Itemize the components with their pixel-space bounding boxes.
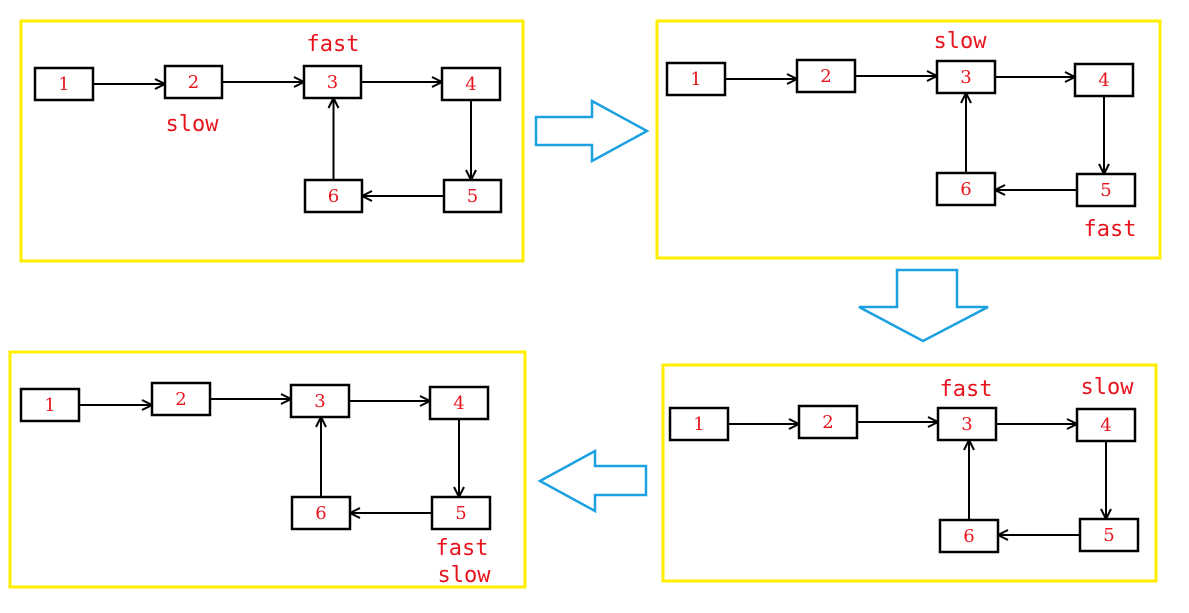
- node-label: 2: [822, 412, 833, 433]
- list-node-2: 2: [163, 64, 224, 100]
- node-label: 5: [1100, 180, 1111, 201]
- node-label: 4: [453, 393, 464, 414]
- node-box: [430, 495, 492, 531]
- list-node-6: 6: [938, 518, 1000, 554]
- panel-step-1: 1 2 3 4 5 6 fast slow: [19, 19, 525, 263]
- panel-frame: [655, 19, 1162, 260]
- transition-arrow-left: [537, 448, 648, 514]
- node-label: 1: [690, 69, 701, 90]
- node-box: [302, 64, 363, 100]
- node-label: 3: [960, 67, 971, 88]
- panel-step-3: 1 2 3 4 5 6 fast slow: [661, 363, 1158, 583]
- pointer-label-slow: slow: [438, 563, 492, 588]
- list-node-5: 5: [1078, 517, 1140, 553]
- list-node-5: 5: [1075, 172, 1137, 208]
- list-node-3: 3: [289, 383, 351, 419]
- list-node-2: 2: [795, 58, 857, 94]
- node-box: [1075, 172, 1137, 208]
- list-node-1: 1: [33, 66, 95, 102]
- node-label: 1: [58, 74, 69, 95]
- list-node-6: 6: [303, 178, 364, 214]
- list-node-1: 1: [668, 406, 730, 442]
- list-node-1: 1: [19, 387, 81, 423]
- panel-frame: [661, 363, 1158, 583]
- node-label: 4: [1100, 415, 1111, 436]
- node-box: [303, 178, 364, 214]
- node-label: 5: [467, 186, 478, 207]
- node-box: [442, 178, 503, 214]
- node-box: [33, 66, 95, 102]
- list-node-5: 5: [430, 495, 492, 531]
- node-box: [1073, 62, 1135, 98]
- list-node-4: 4: [428, 385, 490, 421]
- node-label: 5: [1103, 525, 1114, 546]
- panel-frame: [8, 350, 527, 589]
- node-box: [1078, 517, 1140, 553]
- pointer-label-fast: fast: [1084, 217, 1137, 242]
- list-node-2: 2: [797, 404, 859, 440]
- transition-arrow-down: [858, 268, 989, 343]
- list-node-2: 2: [150, 381, 212, 417]
- node-box: [440, 66, 502, 102]
- panel-step-2: 1 2 3 4 5 6 slow fast: [655, 19, 1162, 260]
- node-box: [1075, 407, 1137, 443]
- node-label: 1: [693, 414, 704, 435]
- node-label: 2: [175, 389, 186, 410]
- node-box: [428, 385, 490, 421]
- list-node-5: 5: [442, 178, 503, 214]
- panel-frame: [19, 19, 525, 263]
- node-box: [935, 171, 997, 207]
- node-label: 6: [328, 186, 339, 207]
- node-label: 6: [963, 526, 974, 547]
- list-node-3: 3: [935, 59, 997, 95]
- list-node-3: 3: [302, 64, 363, 100]
- node-label: 4: [465, 74, 476, 95]
- transition-arrow-right: [534, 98, 650, 164]
- node-box: [797, 404, 859, 440]
- pointer-label-fast: fast: [307, 32, 360, 57]
- node-box: [19, 387, 81, 423]
- node-label: 6: [960, 179, 971, 200]
- list-node-3: 3: [936, 406, 998, 442]
- list-node-6: 6: [290, 495, 352, 531]
- pointer-label-fast: fast: [940, 377, 993, 402]
- node-box: [163, 64, 224, 100]
- list-node-6: 6: [935, 171, 997, 207]
- pointer-label-slow: slow: [166, 112, 220, 137]
- node-label: 2: [820, 66, 831, 87]
- list-node-4: 4: [1075, 407, 1137, 443]
- node-label: 2: [188, 72, 199, 93]
- node-label: 3: [327, 72, 338, 93]
- node-box: [938, 518, 1000, 554]
- list-node-1: 1: [665, 61, 727, 97]
- node-label: 5: [455, 503, 466, 524]
- node-label: 4: [1098, 70, 1109, 91]
- node-label: 1: [44, 395, 55, 416]
- node-label: 3: [961, 414, 972, 435]
- node-label: 3: [314, 391, 325, 412]
- node-box: [289, 383, 351, 419]
- node-box: [795, 58, 857, 94]
- node-box: [668, 406, 730, 442]
- pointer-label-fast: fast: [436, 536, 489, 561]
- list-node-4: 4: [440, 66, 502, 102]
- pointer-label-slow: slow: [1081, 375, 1135, 400]
- pointer-label-slow: slow: [934, 29, 988, 54]
- node-box: [665, 61, 727, 97]
- node-box: [936, 406, 998, 442]
- node-label: 6: [315, 503, 326, 524]
- node-box: [290, 495, 352, 531]
- list-node-4: 4: [1073, 62, 1135, 98]
- node-box: [935, 59, 997, 95]
- node-box: [150, 381, 212, 417]
